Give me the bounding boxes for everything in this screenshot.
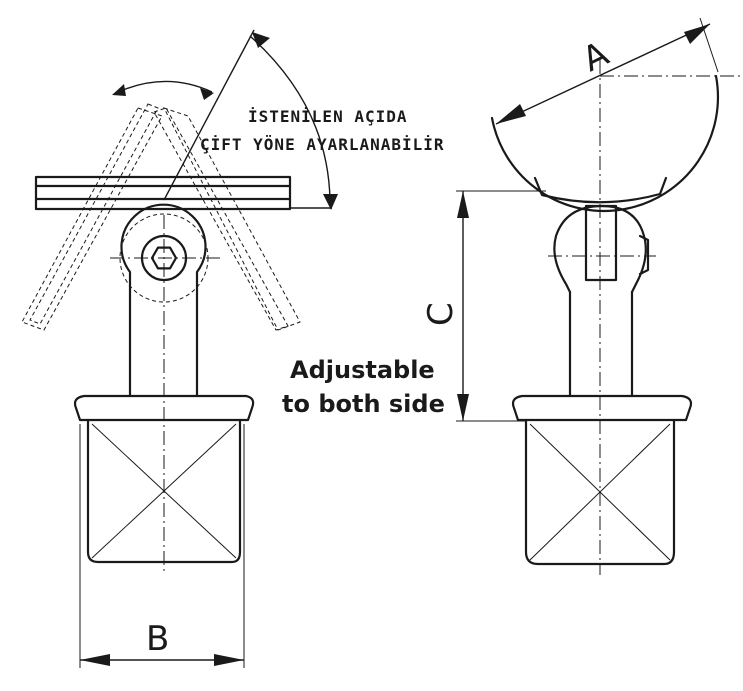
note-line-2: ÇİFT YÖNE AYARLANABİLİR <box>200 135 445 154</box>
caption-line-2: to both side <box>282 390 445 418</box>
dimension-label-a: A <box>576 34 614 80</box>
stem-side <box>568 290 634 398</box>
rotation-arrow <box>112 80 214 100</box>
front-view <box>21 29 338 668</box>
dimension-b <box>79 424 245 668</box>
angle-dimension <box>163 29 338 210</box>
stem <box>128 296 199 398</box>
dimension-c <box>456 190 546 422</box>
saddle-ball <box>490 74 719 213</box>
saddle-plate <box>34 175 292 211</box>
note-line-1: İSTENİLEN AÇIDA <box>248 107 408 126</box>
tilt-ghost-right <box>153 107 301 331</box>
side-view <box>456 17 740 575</box>
joint-side <box>553 204 650 294</box>
caption-line-1: Adjustable <box>290 356 435 384</box>
dimension-a <box>495 17 740 125</box>
post-cap-side <box>511 394 693 422</box>
post-cap <box>73 394 255 422</box>
tilt-ghost-left <box>21 103 163 331</box>
dimension-label-c: C <box>421 302 461 326</box>
dimension-label-b: B <box>146 619 169 659</box>
